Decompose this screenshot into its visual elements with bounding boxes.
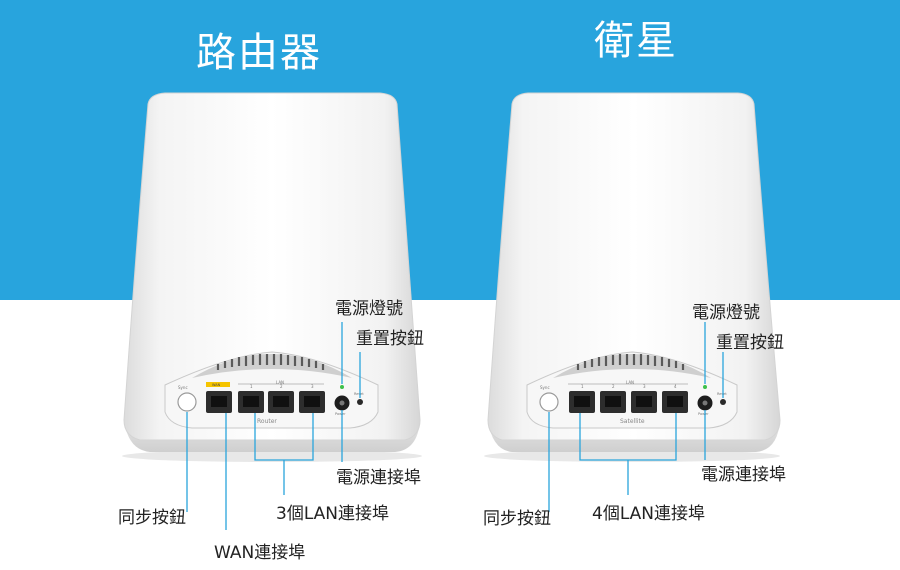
satellite-name-print: Satellite bbox=[620, 418, 645, 425]
router-wan-port-label: WAN連接埠 bbox=[214, 543, 306, 563]
router-reset-button-label: 重置按鈕 bbox=[356, 329, 424, 349]
router-port-num-1: 1 bbox=[250, 384, 253, 389]
router-wan-tag bbox=[206, 382, 230, 387]
satellite-lan-print: LAN bbox=[626, 380, 634, 385]
satellite-reset-button-label: 重置按鈕 bbox=[716, 333, 784, 353]
satellite-power-led bbox=[703, 385, 707, 389]
router-vent-slots bbox=[216, 354, 325, 370]
satellite-port-num-3: 3 bbox=[643, 384, 646, 389]
router-sync-button bbox=[177, 392, 197, 412]
satellite-sync-button bbox=[539, 392, 559, 412]
satellite-title: 衛星 bbox=[594, 18, 678, 64]
router-power-led bbox=[340, 385, 344, 389]
satellite-port-num-1: 1 bbox=[581, 384, 584, 389]
router-lan-ports-label: 3個LAN連接埠 bbox=[276, 504, 390, 524]
router-sync-print: Sync bbox=[178, 385, 188, 390]
satellite-port-num-2: 2 bbox=[612, 384, 615, 389]
satellite-power-port-label: 電源連接埠 bbox=[701, 465, 786, 485]
satellite-callout-lines bbox=[548, 322, 724, 512]
satellite-vent-slots bbox=[576, 354, 685, 370]
satellite-sync-button-label: 同步按鈕 bbox=[483, 509, 551, 529]
router-power-led-label: 電源燈號 bbox=[335, 299, 403, 319]
satellite-device: Sync LAN 1 2 3 4 Satellite Reset Power bbox=[484, 92, 781, 462]
router-reset-hole bbox=[357, 399, 363, 405]
satellite-lan-ports-label: 4個LAN連接埠 bbox=[592, 504, 706, 524]
satellite-sync-print: Sync bbox=[540, 385, 550, 390]
satellite-port-num-4: 4 bbox=[674, 384, 677, 389]
router-name-print: Router bbox=[257, 418, 277, 425]
router-power-port-label: 電源連接埠 bbox=[336, 468, 421, 488]
router-title: 路由器 bbox=[196, 30, 322, 76]
satellite-power-led-label: 電源燈號 bbox=[692, 303, 760, 323]
router-device: Sync WAN LAN 1 2 3 Router Reset Power bbox=[122, 92, 422, 462]
router-port-num-2: 2 bbox=[280, 384, 283, 389]
satellite-reset-hole bbox=[720, 399, 726, 405]
satellite-ethernet-ports bbox=[569, 391, 688, 413]
router-lan-print: LAN bbox=[276, 380, 284, 385]
router-reset-print: Reset bbox=[354, 392, 364, 396]
router-sync-button-label: 同步按鈕 bbox=[118, 508, 186, 528]
satellite-power-print: Power bbox=[698, 412, 709, 416]
router-wan-print: WAN bbox=[212, 383, 221, 387]
router-ethernet-ports bbox=[206, 391, 325, 413]
router-power-print: Power bbox=[335, 412, 346, 416]
router-port-num-3: 3 bbox=[311, 384, 314, 389]
satellite-reset-print: Reset bbox=[717, 392, 727, 396]
router-callout-lines bbox=[186, 322, 361, 530]
